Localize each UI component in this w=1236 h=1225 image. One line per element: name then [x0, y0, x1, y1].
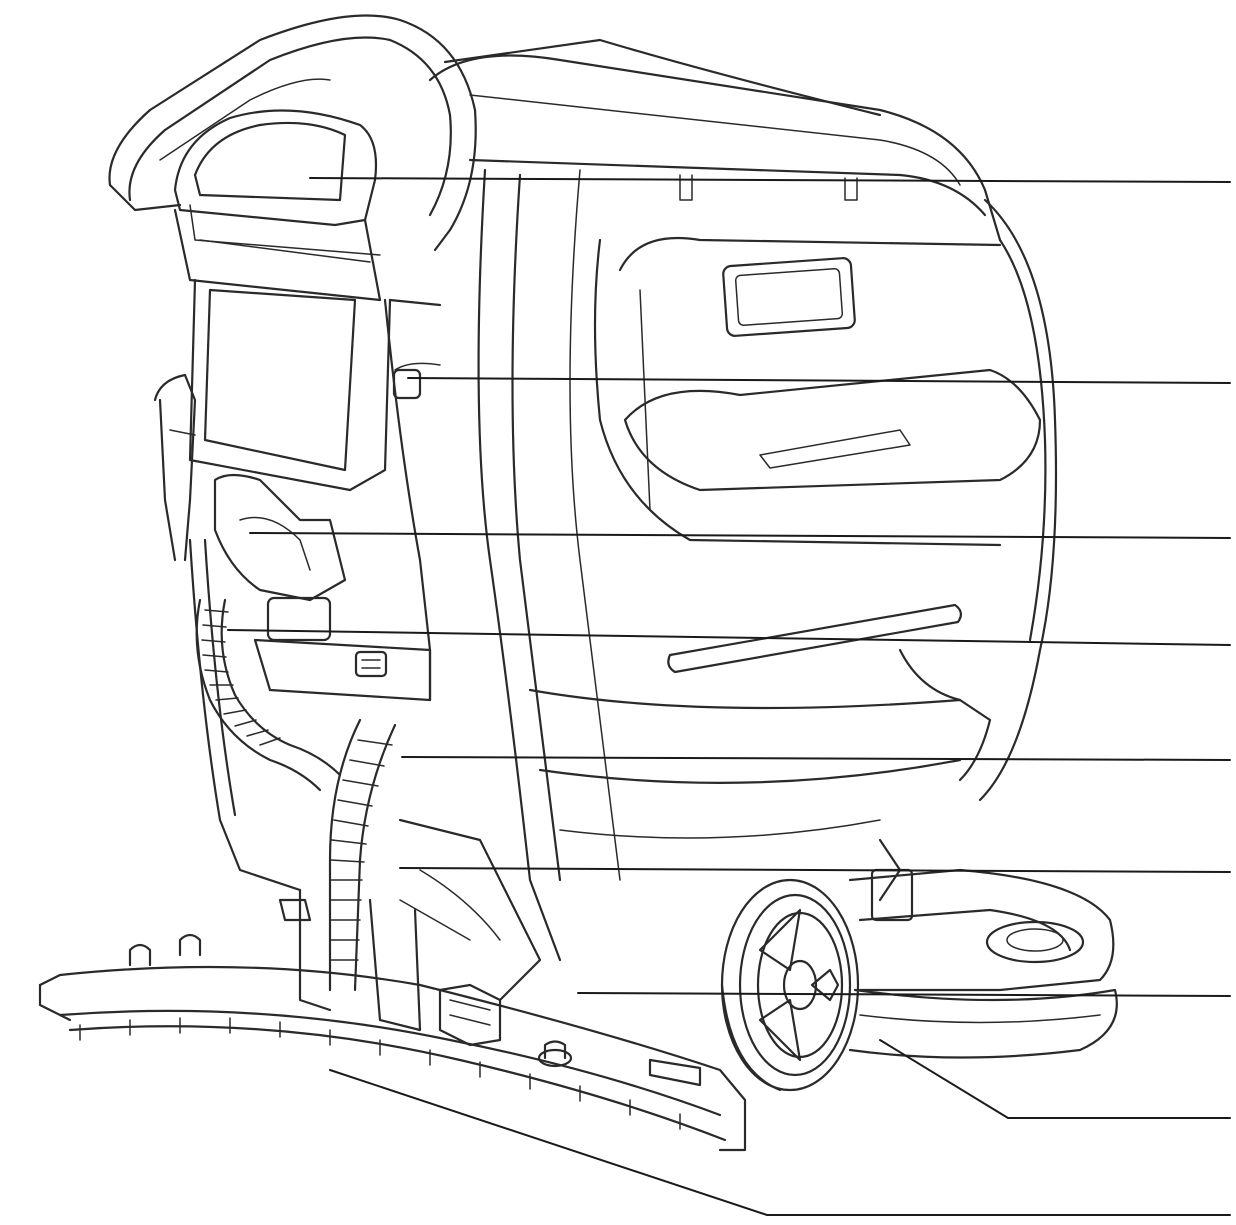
control-panel: [173, 109, 382, 302]
steering-handle: [108, 14, 477, 252]
callout-7-leader: [577, 992, 1231, 997]
callout-2-leader: [407, 377, 1231, 384]
rear-wheel: [720, 878, 860, 1092]
callout-1-leader: [309, 177, 1231, 183]
frame: [188, 538, 542, 1032]
callout-3-leader: [249, 532, 1231, 539]
callout-8-leader: [879, 1039, 1231, 1119]
callout-4-leader: [227, 629, 1231, 646]
machine-body: [428, 38, 1058, 962]
hose-assembly: [153, 373, 432, 992]
rear-panel: [188, 278, 442, 702]
callout-6-leader: [399, 867, 1231, 873]
callout-5-leader: [401, 756, 1231, 761]
leader-lines: [227, 177, 1231, 1216]
callout-9-leader: [329, 1069, 1231, 1216]
brush-deck: [848, 838, 1118, 1059]
squeegee-assembly: [38, 888, 747, 1152]
